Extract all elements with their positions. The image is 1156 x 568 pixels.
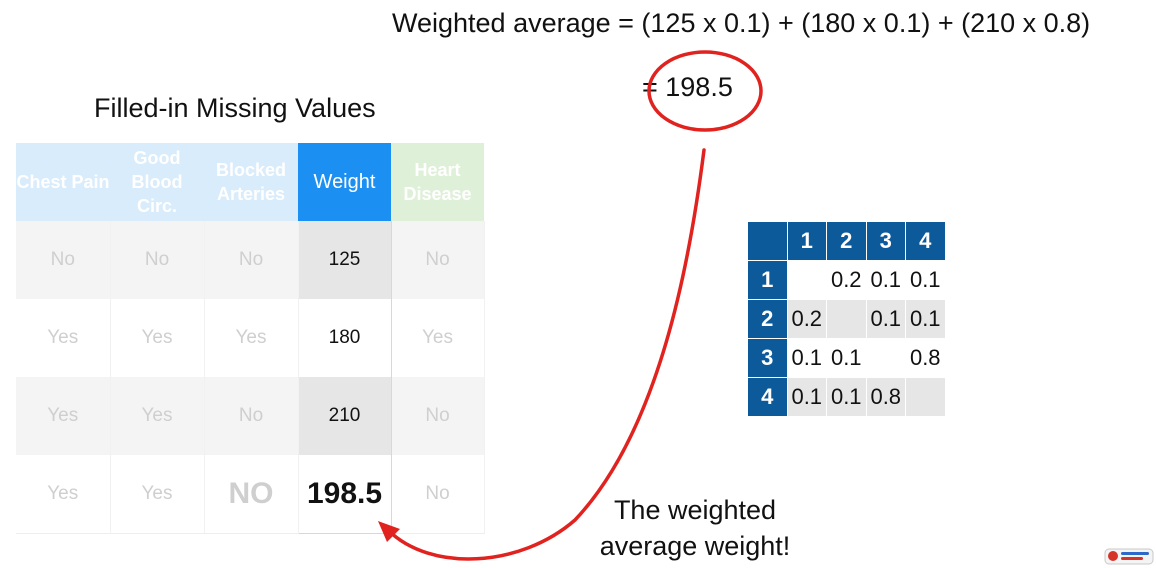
matrix-row-header: 2 <box>747 299 788 339</box>
matrix-col-header: 4 <box>905 221 946 261</box>
table-cell: Yes <box>110 299 205 377</box>
matrix-cell: 0.1 <box>865 299 906 339</box>
weight-cell: 210 <box>297 377 392 455</box>
result-text: = 198.5 <box>642 72 733 102</box>
table-row: No No No 125 No <box>16 221 485 299</box>
table-cell: No <box>391 377 485 455</box>
table-row: Yes Yes Yes 180 Yes <box>16 299 485 377</box>
proximity-matrix: 1 2 3 4 1 0.2 0.1 0.1 2 0.2 0.1 0.1 3 0.… <box>747 221 946 417</box>
table-cell: Yes <box>204 299 299 377</box>
table-cell: No <box>204 221 299 299</box>
matrix-cell: 0.8 <box>865 377 906 417</box>
table-cell: No <box>391 455 485 534</box>
table-cell: Yes <box>110 455 205 534</box>
matrix-col-header: 2 <box>826 221 867 261</box>
header-blocked-arteries: Blocked Arteries <box>204 143 298 221</box>
matrix-cell: 0.1 <box>865 260 906 300</box>
matrix-col-header: 1 <box>786 221 827 261</box>
table-row: Yes Yes No 210 No <box>16 377 485 455</box>
table-cell: Yes <box>16 377 111 455</box>
matrix-cell <box>905 377 946 417</box>
matrix-row-header: 4 <box>747 377 788 417</box>
header-heart-disease: Heart Disease <box>391 143 484 221</box>
table-cell: No <box>16 221 111 299</box>
matrix-cell: 0.1 <box>826 338 867 378</box>
matrix-corner <box>747 221 788 261</box>
matrix-cell: 0.1 <box>786 338 827 378</box>
weight-cell: 125 <box>297 221 392 299</box>
matrix-cell <box>826 299 867 339</box>
table-cell: No <box>110 221 205 299</box>
matrix-row: 1 0.2 0.1 0.1 <box>747 260 946 300</box>
table-cell: Yes <box>16 455 111 534</box>
header-chest-pain: Chest Pain <box>16 143 110 221</box>
weight-cell: 180 <box>297 299 392 377</box>
header-good-blood-circ: Good Blood Circ. <box>110 143 204 221</box>
matrix-row-header: 3 <box>747 338 788 378</box>
table-cell: Yes <box>110 377 205 455</box>
table-cell: No <box>391 221 485 299</box>
matrix-cell: 0.1 <box>786 377 827 417</box>
matrix-row: 3 0.1 0.1 0.8 <box>747 338 946 378</box>
table-cell: No <box>204 377 299 455</box>
matrix-cell: 0.2 <box>826 260 867 300</box>
table-cell: Yes <box>16 299 111 377</box>
caption-text: The weighted average weight! <box>582 492 808 564</box>
matrix-cell: 0.1 <box>826 377 867 417</box>
table-row: Yes Yes NO 198.5 No <box>16 455 485 534</box>
table-title: Filled-in Missing Values <box>94 93 376 123</box>
matrix-header-row: 1 2 3 4 <box>747 221 946 261</box>
matrix-cell: 0.2 <box>786 299 827 339</box>
matrix-row: 4 0.1 0.1 0.8 <box>747 377 946 417</box>
data-table: Chest Pain Good Blood Circ. Blocked Arte… <box>16 143 485 534</box>
filled-weight-cell: 198.5 <box>297 455 392 534</box>
matrix-cell <box>865 338 906 378</box>
matrix-row-header: 1 <box>747 260 788 300</box>
matrix-col-header: 3 <box>865 221 906 261</box>
table-cell: Yes <box>391 299 485 377</box>
caption-line: average weight! <box>599 531 791 561</box>
matrix-cell: 0.1 <box>905 299 946 339</box>
table-header-row: Chest Pain Good Blood Circ. Blocked Arte… <box>16 143 484 221</box>
blocked-arteries-filled-cell: NO <box>204 455 299 534</box>
matrix-cell <box>786 260 827 300</box>
matrix-row: 2 0.2 0.1 0.1 <box>747 299 946 339</box>
header-weight: Weight <box>298 143 391 221</box>
caption-line: The weighted <box>613 495 777 525</box>
matrix-cell: 0.1 <box>905 260 946 300</box>
matrix-cell: 0.8 <box>905 338 946 378</box>
formula-text: Weighted average = (125 x 0.1) + (180 x … <box>392 8 1091 38</box>
statquest-logo-icon <box>1104 548 1154 565</box>
